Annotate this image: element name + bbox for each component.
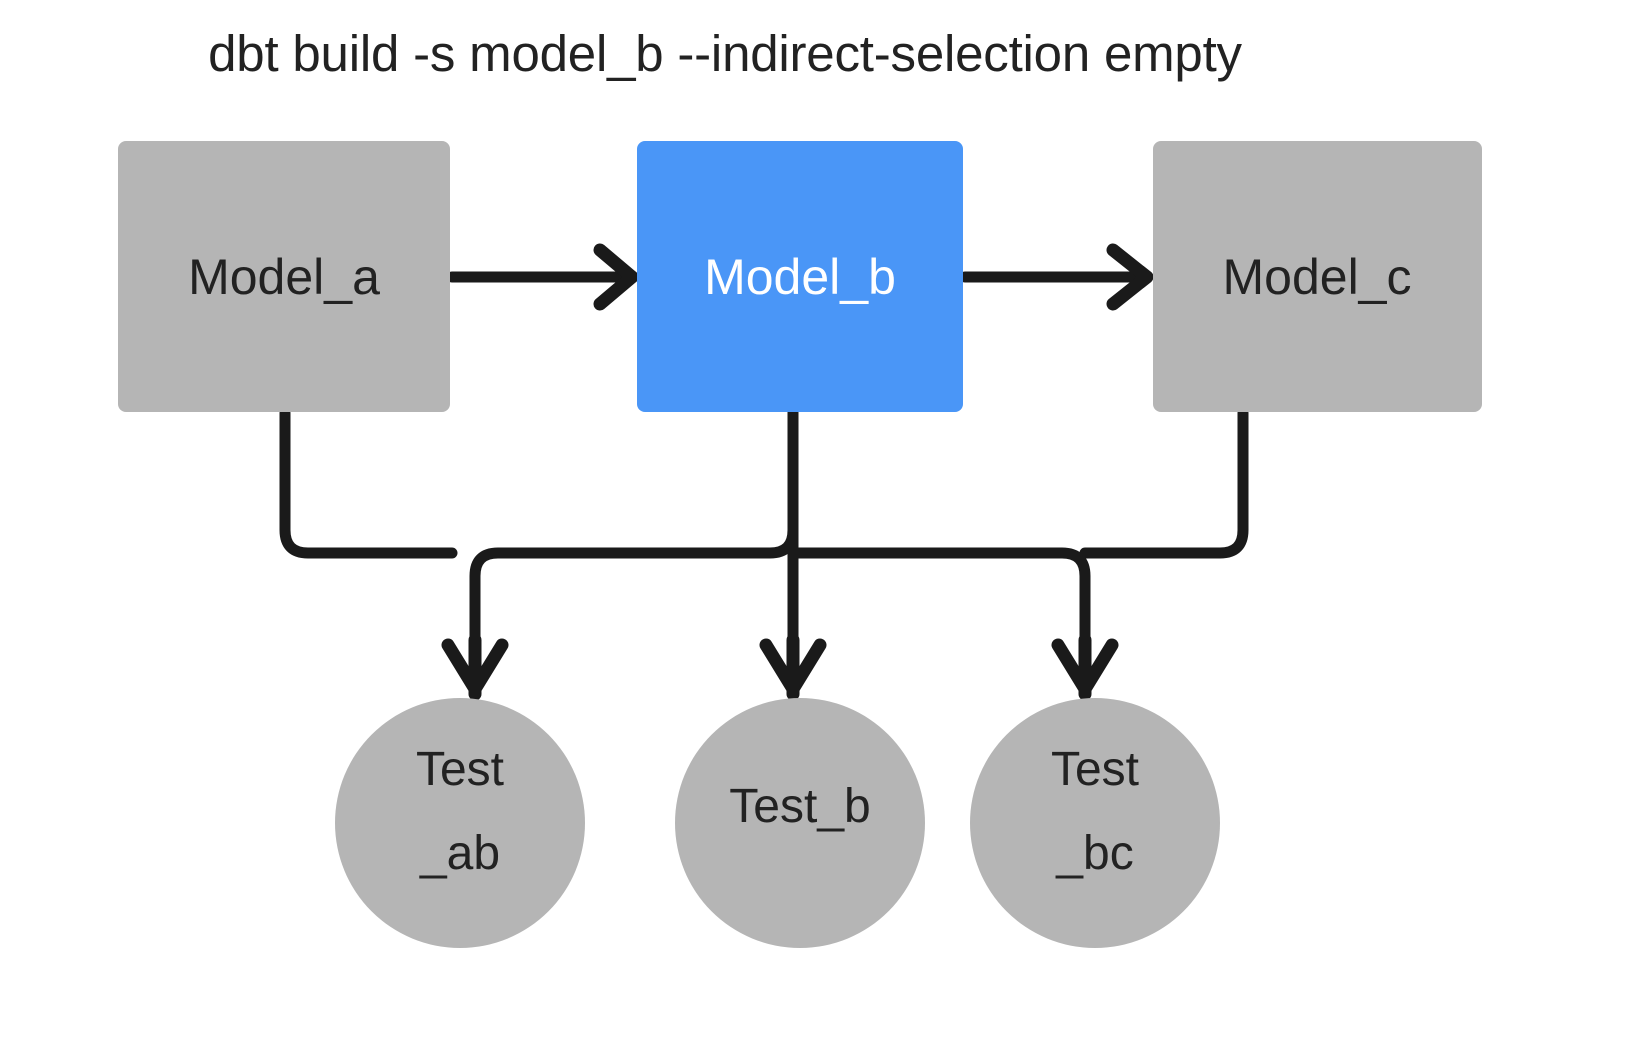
model-node-model-a[interactable]: Model_a bbox=[118, 141, 450, 412]
model-b-label: Model_b bbox=[704, 249, 896, 305]
test-bc-label-line2: _bc bbox=[1055, 827, 1133, 880]
model-a-label: Model_a bbox=[188, 249, 380, 305]
test-node-test-bc[interactable]: Test _bc bbox=[970, 698, 1220, 948]
edge-model-b-to-model-c bbox=[959, 243, 1154, 311]
model-c-rect[interactable] bbox=[1153, 141, 1482, 412]
test-ab-circle[interactable] bbox=[335, 698, 585, 948]
edge-model-c-to-test-bc bbox=[1079, 407, 1249, 559]
edge-model-a-to-model-b bbox=[446, 243, 639, 311]
test-node-test-ab[interactable]: Test _ab bbox=[335, 698, 585, 948]
model-node-model-b[interactable]: Model_b bbox=[637, 141, 963, 412]
arrowhead-test-ab bbox=[441, 633, 509, 701]
model-c-label: Model_c bbox=[1223, 249, 1412, 305]
model-b-rect[interactable] bbox=[637, 141, 963, 412]
test-bc-circle[interactable] bbox=[970, 698, 1220, 948]
edge-model-a-to-test-ab bbox=[279, 407, 458, 559]
model-a-rect[interactable] bbox=[118, 141, 450, 412]
test-ab-label-line1: Test bbox=[416, 743, 504, 796]
test-b-label-line1: Test_b bbox=[729, 780, 870, 833]
test-bc-label-line1: Test bbox=[1051, 743, 1139, 796]
test-b-circle[interactable] bbox=[675, 698, 925, 948]
arrowhead-test-bc bbox=[1051, 633, 1119, 701]
model-node-model-c[interactable]: Model_c bbox=[1153, 141, 1482, 412]
edge-layer bbox=[279, 243, 1249, 701]
test-ab-label-line2: _ab bbox=[419, 827, 500, 880]
edge-model-b-to-test-ab bbox=[469, 407, 799, 656]
page-title: dbt build -s model_b --indirect-selectio… bbox=[208, 25, 1242, 82]
arrowhead-test-b bbox=[759, 633, 827, 701]
test-node-test-b[interactable]: Test_b bbox=[675, 698, 925, 948]
edge-model-b-to-test-bc bbox=[787, 547, 1091, 656]
